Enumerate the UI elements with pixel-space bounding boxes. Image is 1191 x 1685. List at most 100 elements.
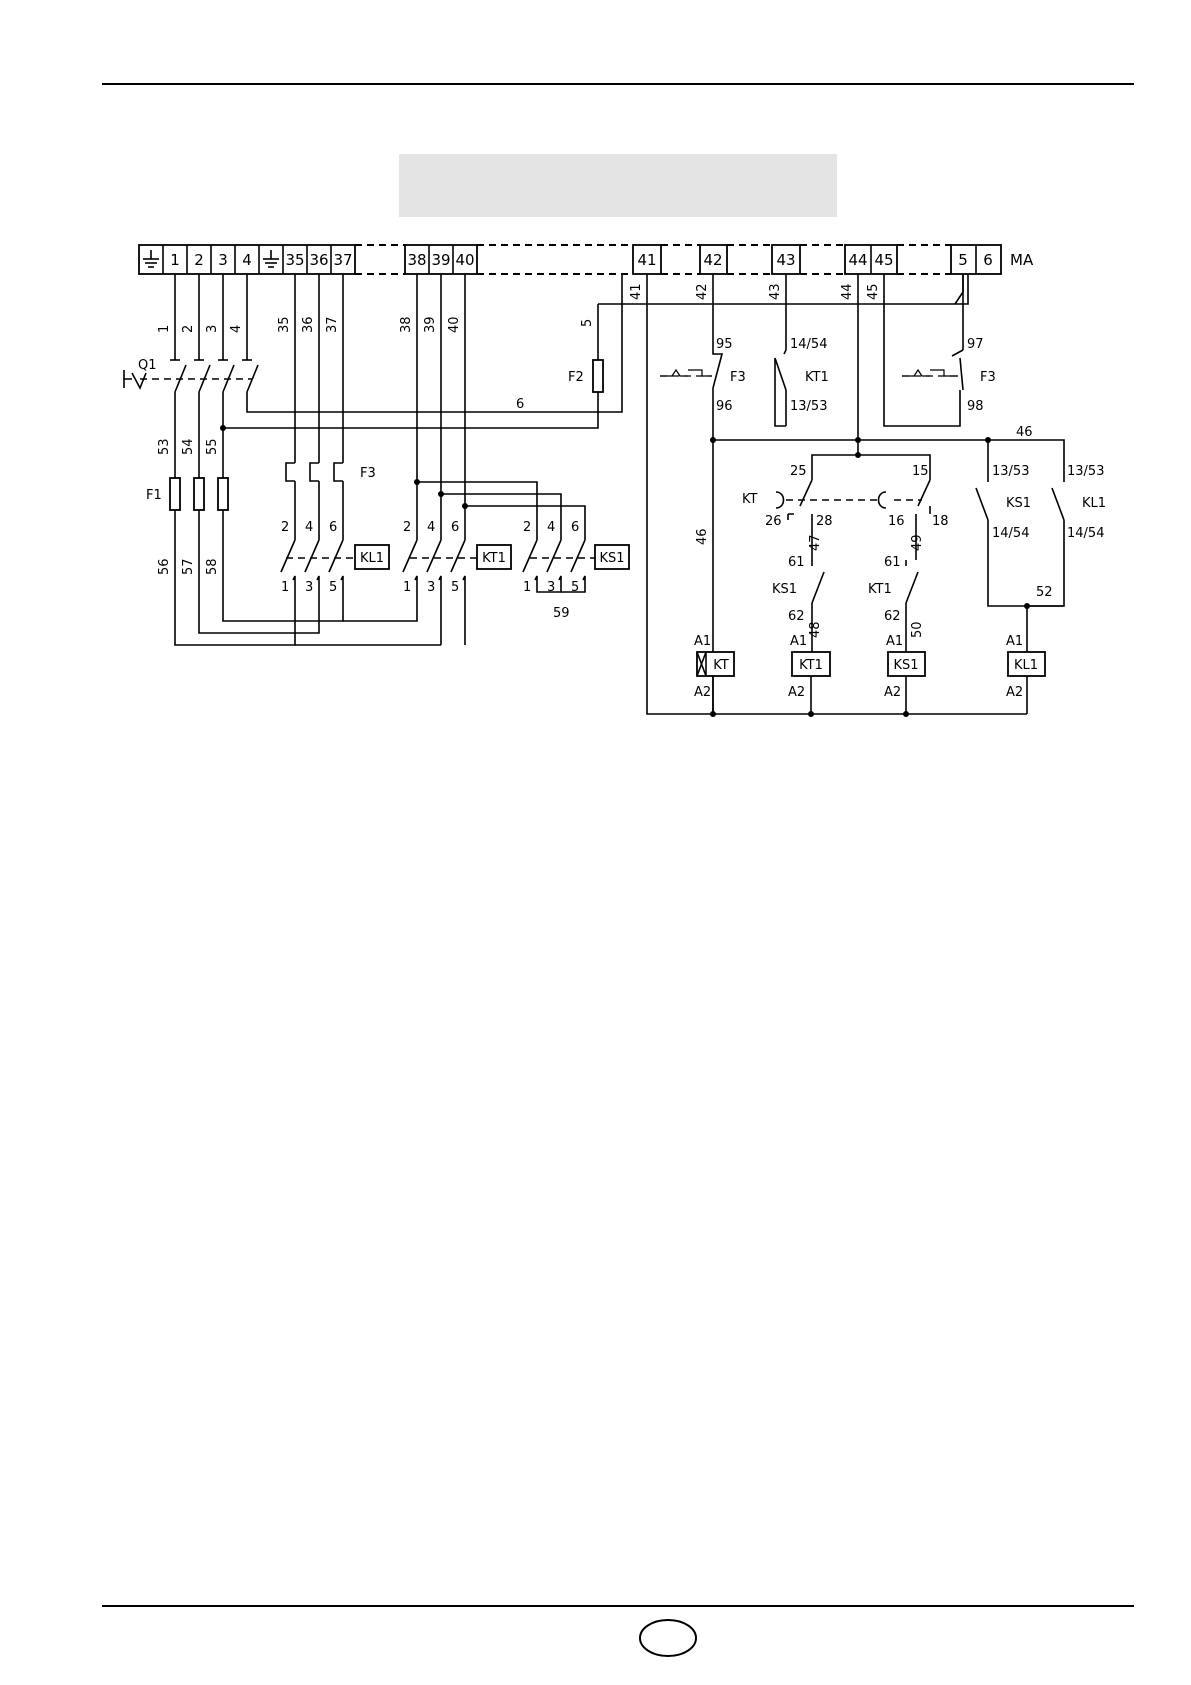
terminal-label: 41	[637, 251, 656, 269]
contact-label: 13/53	[1067, 464, 1104, 479]
contact-label: 15	[912, 464, 929, 479]
terminal-label: 44	[848, 251, 867, 269]
contact-label: 95	[716, 337, 733, 352]
kt1-coil-label: KT1	[799, 658, 823, 673]
coil-terminal: A2	[884, 685, 901, 700]
contact-label: 62	[788, 609, 805, 624]
coil-terminal: A1	[886, 634, 903, 649]
wire-label: 2	[181, 325, 196, 333]
wire-label: 38	[399, 316, 414, 333]
thermal-icon	[660, 368, 712, 377]
contact-label: 25	[790, 464, 807, 479]
wire-label: 41	[629, 283, 644, 300]
wire-label: 39	[423, 316, 438, 333]
wire-label: 42	[695, 283, 710, 300]
wire-label: 48	[808, 621, 823, 638]
contact-label: 61	[788, 555, 805, 570]
kt1-power-box	[476, 544, 512, 570]
contact-label: 26	[765, 514, 782, 529]
interlock-ks1-label: KS1	[772, 582, 797, 597]
terminal-label: 43	[776, 251, 795, 269]
terminal-label: 35	[285, 251, 304, 269]
timer-delay-icon	[775, 491, 785, 509]
power-circuit: 1 2 3 4 Q1 53 54 55 6 F2 5 F1	[123, 274, 969, 646]
terminal-label: 45	[874, 251, 893, 269]
kt-coil	[696, 651, 735, 677]
ks1-power-label: KS1	[599, 551, 624, 566]
coil-terminal: A1	[790, 634, 807, 649]
contact-label: 96	[716, 399, 733, 414]
terminal-strip-38-40	[404, 244, 478, 275]
earth-icon	[263, 250, 279, 268]
kt1-aux-label: KT1	[805, 370, 829, 385]
wire-label: 40	[447, 316, 462, 333]
pole-label: 6	[571, 520, 579, 535]
pole-label: 4	[427, 520, 435, 535]
q1-label: Q1	[138, 358, 157, 373]
contact-label: 18	[932, 514, 949, 529]
pole-label: 3	[305, 580, 313, 595]
kl1-label: KL1	[360, 551, 384, 566]
contact-label: 13/53	[992, 464, 1029, 479]
wire-label: 46	[695, 528, 710, 545]
kt1-power-label: KT1	[482, 551, 506, 566]
kl1-aux-label: KL1	[1082, 496, 1106, 511]
pole-label: 2	[523, 520, 531, 535]
wire-label: 59	[553, 606, 570, 621]
page-number-oval	[639, 1619, 697, 1657]
coil-terminal: A2	[1006, 685, 1023, 700]
f2-label: F2	[568, 370, 584, 385]
wire-label: 43	[768, 283, 783, 300]
ks1-aux-label: KS1	[1006, 496, 1031, 511]
timer-delay-icon	[877, 491, 887, 509]
coil-terminal: A1	[1006, 634, 1023, 649]
f3-no-label: F3	[980, 370, 996, 385]
contact-label: 14/54	[992, 526, 1029, 541]
fuse-f2	[592, 359, 604, 393]
terminal-label: 39	[431, 251, 450, 269]
kt-coil-label: KT	[713, 658, 729, 673]
terminal-label: 6	[983, 251, 993, 269]
ks1-coil-label: KS1	[893, 658, 918, 673]
pole-label: 1	[523, 580, 531, 595]
terminal-41	[632, 244, 662, 275]
interlock-kt1-label: KT1	[868, 582, 892, 597]
coil-terminal: A2	[788, 685, 805, 700]
wire-label: 4	[229, 325, 244, 333]
pole-label: 4	[305, 520, 313, 535]
terminal-label: 42	[703, 251, 722, 269]
pole-label: 5	[451, 580, 459, 595]
wire-label: 5	[580, 319, 595, 327]
wire-label: 56	[157, 558, 172, 575]
wire-label: 46	[1016, 425, 1033, 440]
contact-label: 14/54	[790, 337, 827, 352]
wire-label: 1	[157, 325, 172, 333]
kl1-box	[354, 544, 390, 570]
wire-label: 44	[840, 283, 855, 300]
wire-label: 58	[205, 558, 220, 575]
fuse-f1	[217, 477, 229, 511]
kl1-coil-label: KL1	[1014, 658, 1038, 673]
timer-label: KT	[742, 492, 758, 507]
header-band	[399, 154, 837, 217]
terminal-43	[771, 244, 801, 275]
coil-terminal: A1	[694, 634, 711, 649]
contact-label: 28	[816, 514, 833, 529]
wire-label: 36	[301, 316, 316, 333]
coil-terminal: A2	[694, 685, 711, 700]
ks1-power-box	[594, 544, 630, 570]
pole-label: 3	[427, 580, 435, 595]
wire-label: 52	[1036, 585, 1053, 600]
contact-label: 61	[884, 555, 901, 570]
f1-label: F1	[146, 488, 162, 503]
terminal-label: 37	[333, 251, 352, 269]
contact-label: 16	[888, 514, 905, 529]
f3-power-label: F3	[360, 466, 376, 481]
terminal-label: 2	[194, 251, 204, 269]
terminal-label: 38	[407, 251, 426, 269]
wire-label: 3	[205, 325, 220, 333]
pole-label: 5	[329, 580, 337, 595]
control-circuit: 41 42 95 F3 96 43 14/54 KT1 13/53 44 45 …	[629, 274, 1106, 717]
thermal-icon	[902, 368, 958, 377]
